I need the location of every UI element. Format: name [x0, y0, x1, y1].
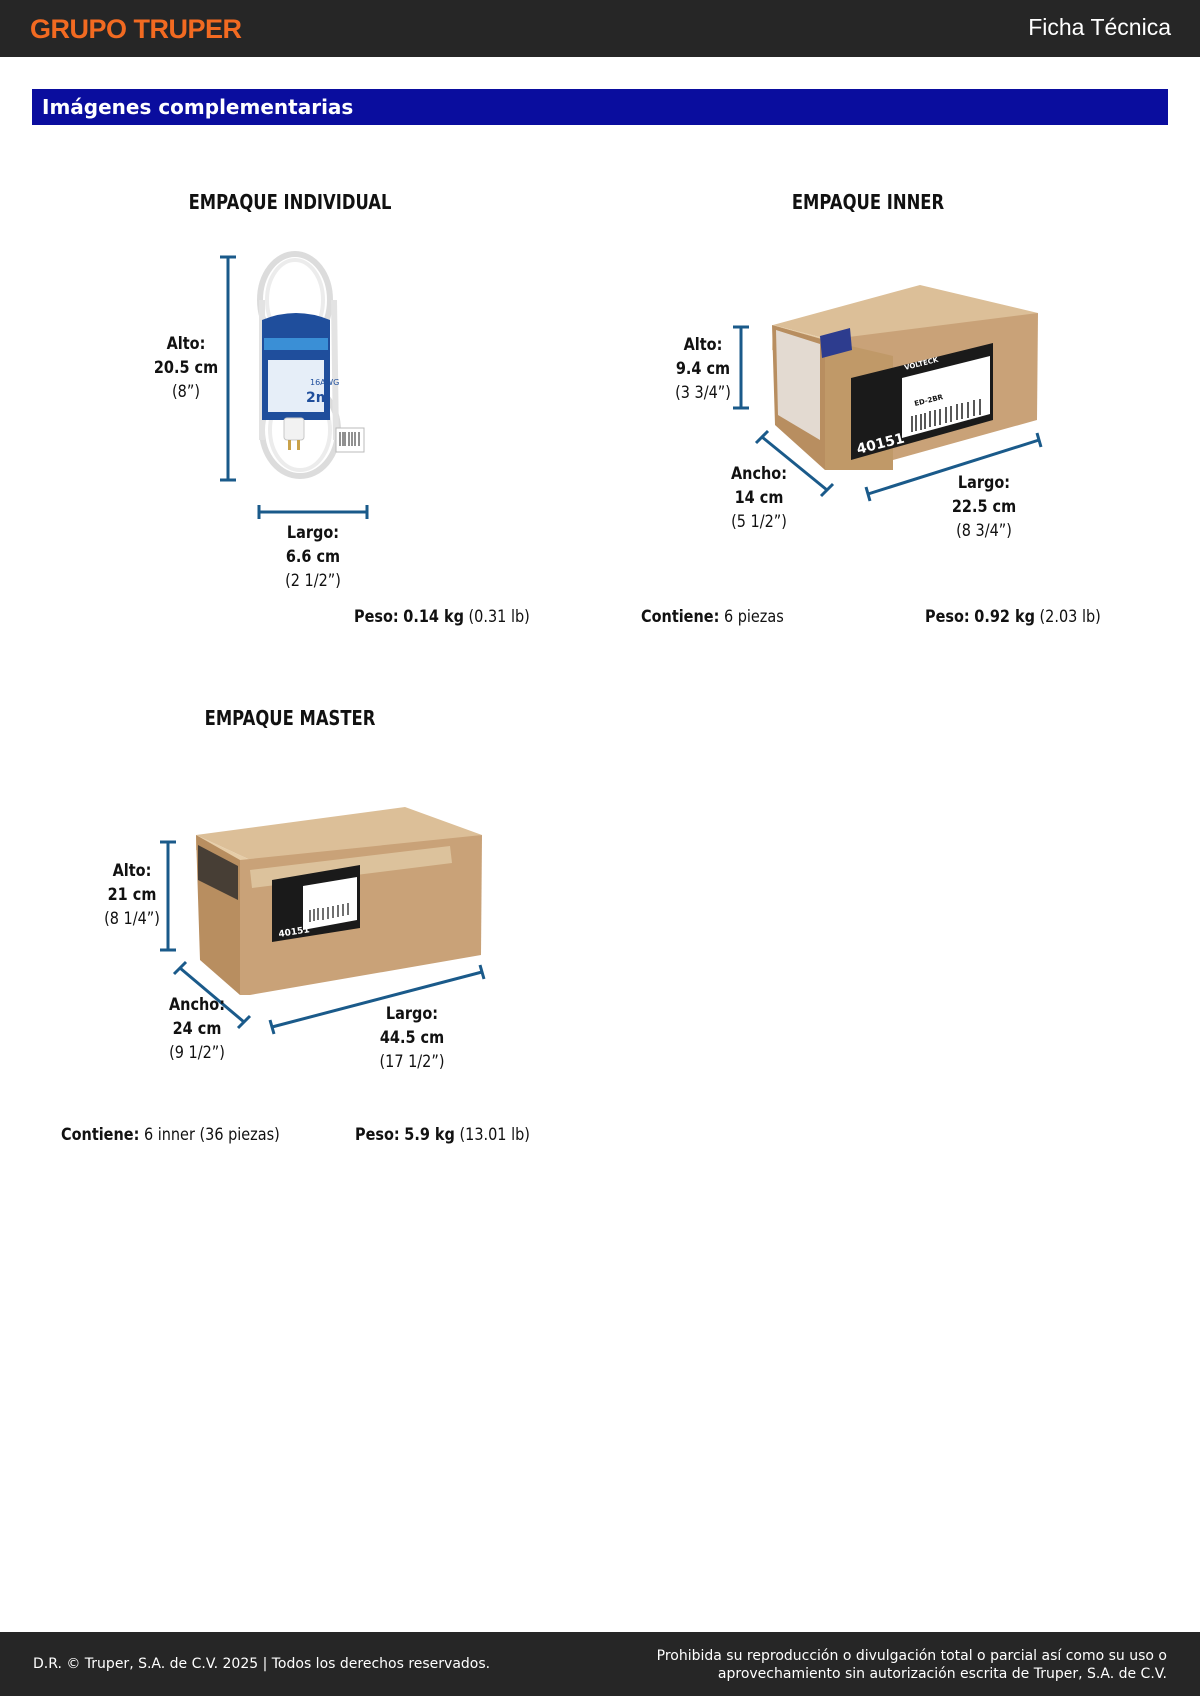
master-ancho: Ancho: 24 cm (9 1/2”)	[168, 995, 226, 1063]
cardboard-box-icon: 40151	[196, 807, 482, 995]
footer-copyright: D.R. © Truper, S.A. de C.V. 2025 | Todos…	[33, 1656, 491, 1672]
master-alto: Alto: 21 cm (8 1/4”)	[104, 861, 160, 929]
master-contiene: Contiene: 6 inner (36 piezas)	[61, 1125, 280, 1145]
brand-logo: GRUPO TRUPER	[30, 14, 242, 44]
inner-ancho: Ancho: 14 cm (5 1/2”)	[730, 464, 788, 532]
cord-gauge-label: 16AWG	[310, 378, 339, 387]
master-box-code-label: 40151	[278, 925, 310, 940]
section-header: Imágenes complementarias	[32, 89, 1168, 125]
footer: D.R. © Truper, S.A. de C.V. 2025 | Todos…	[0, 1632, 1200, 1696]
product-illustrations: 16AWG 2m 40151 VOLTECK ED-2	[160, 251, 1043, 1035]
cord-length-label: 2m	[306, 390, 330, 406]
individual-title: EMPAQUE INDIVIDUAL	[188, 190, 392, 214]
inner-title: EMPAQUE INNER	[791, 190, 945, 214]
inner-largo: Largo: 22.5 cm (8 3/4”)	[951, 473, 1017, 541]
inner-peso: Peso: 0.92 kg (2.03 lb)	[925, 607, 1101, 627]
master-peso: Peso: 5.9 kg (13.01 lb)	[355, 1125, 530, 1145]
individual-largo: Largo: 6.6 cm (2 1/2”)	[285, 523, 341, 591]
master-largo: Largo: 44.5 cm (17 1/2”)	[379, 1004, 445, 1072]
footer-disclaimer: Prohibida su reproducción o divulgación …	[656, 1648, 1167, 1682]
extension-cord-package-icon: 16AWG 2m	[257, 251, 365, 479]
individual-alto: Alto: 20.5 cm (8”)	[153, 334, 219, 402]
inner-alto: Alto: 9.4 cm (3 3/4”)	[675, 335, 731, 403]
cardboard-box-icon: 40151 VOLTECK ED-2BR	[772, 285, 1038, 470]
master-title: EMPAQUE MASTER	[204, 706, 376, 730]
inner-contiene: Contiene: 6 piezas	[641, 607, 784, 627]
document-type: Ficha Técnica	[1028, 14, 1171, 40]
individual-peso: Peso: 0.14 kg (0.31 lb)	[354, 607, 530, 627]
section-title: Imágenes complementarias	[42, 95, 354, 119]
top-bar: GRUPO TRUPER Ficha Técnica	[0, 0, 1200, 57]
